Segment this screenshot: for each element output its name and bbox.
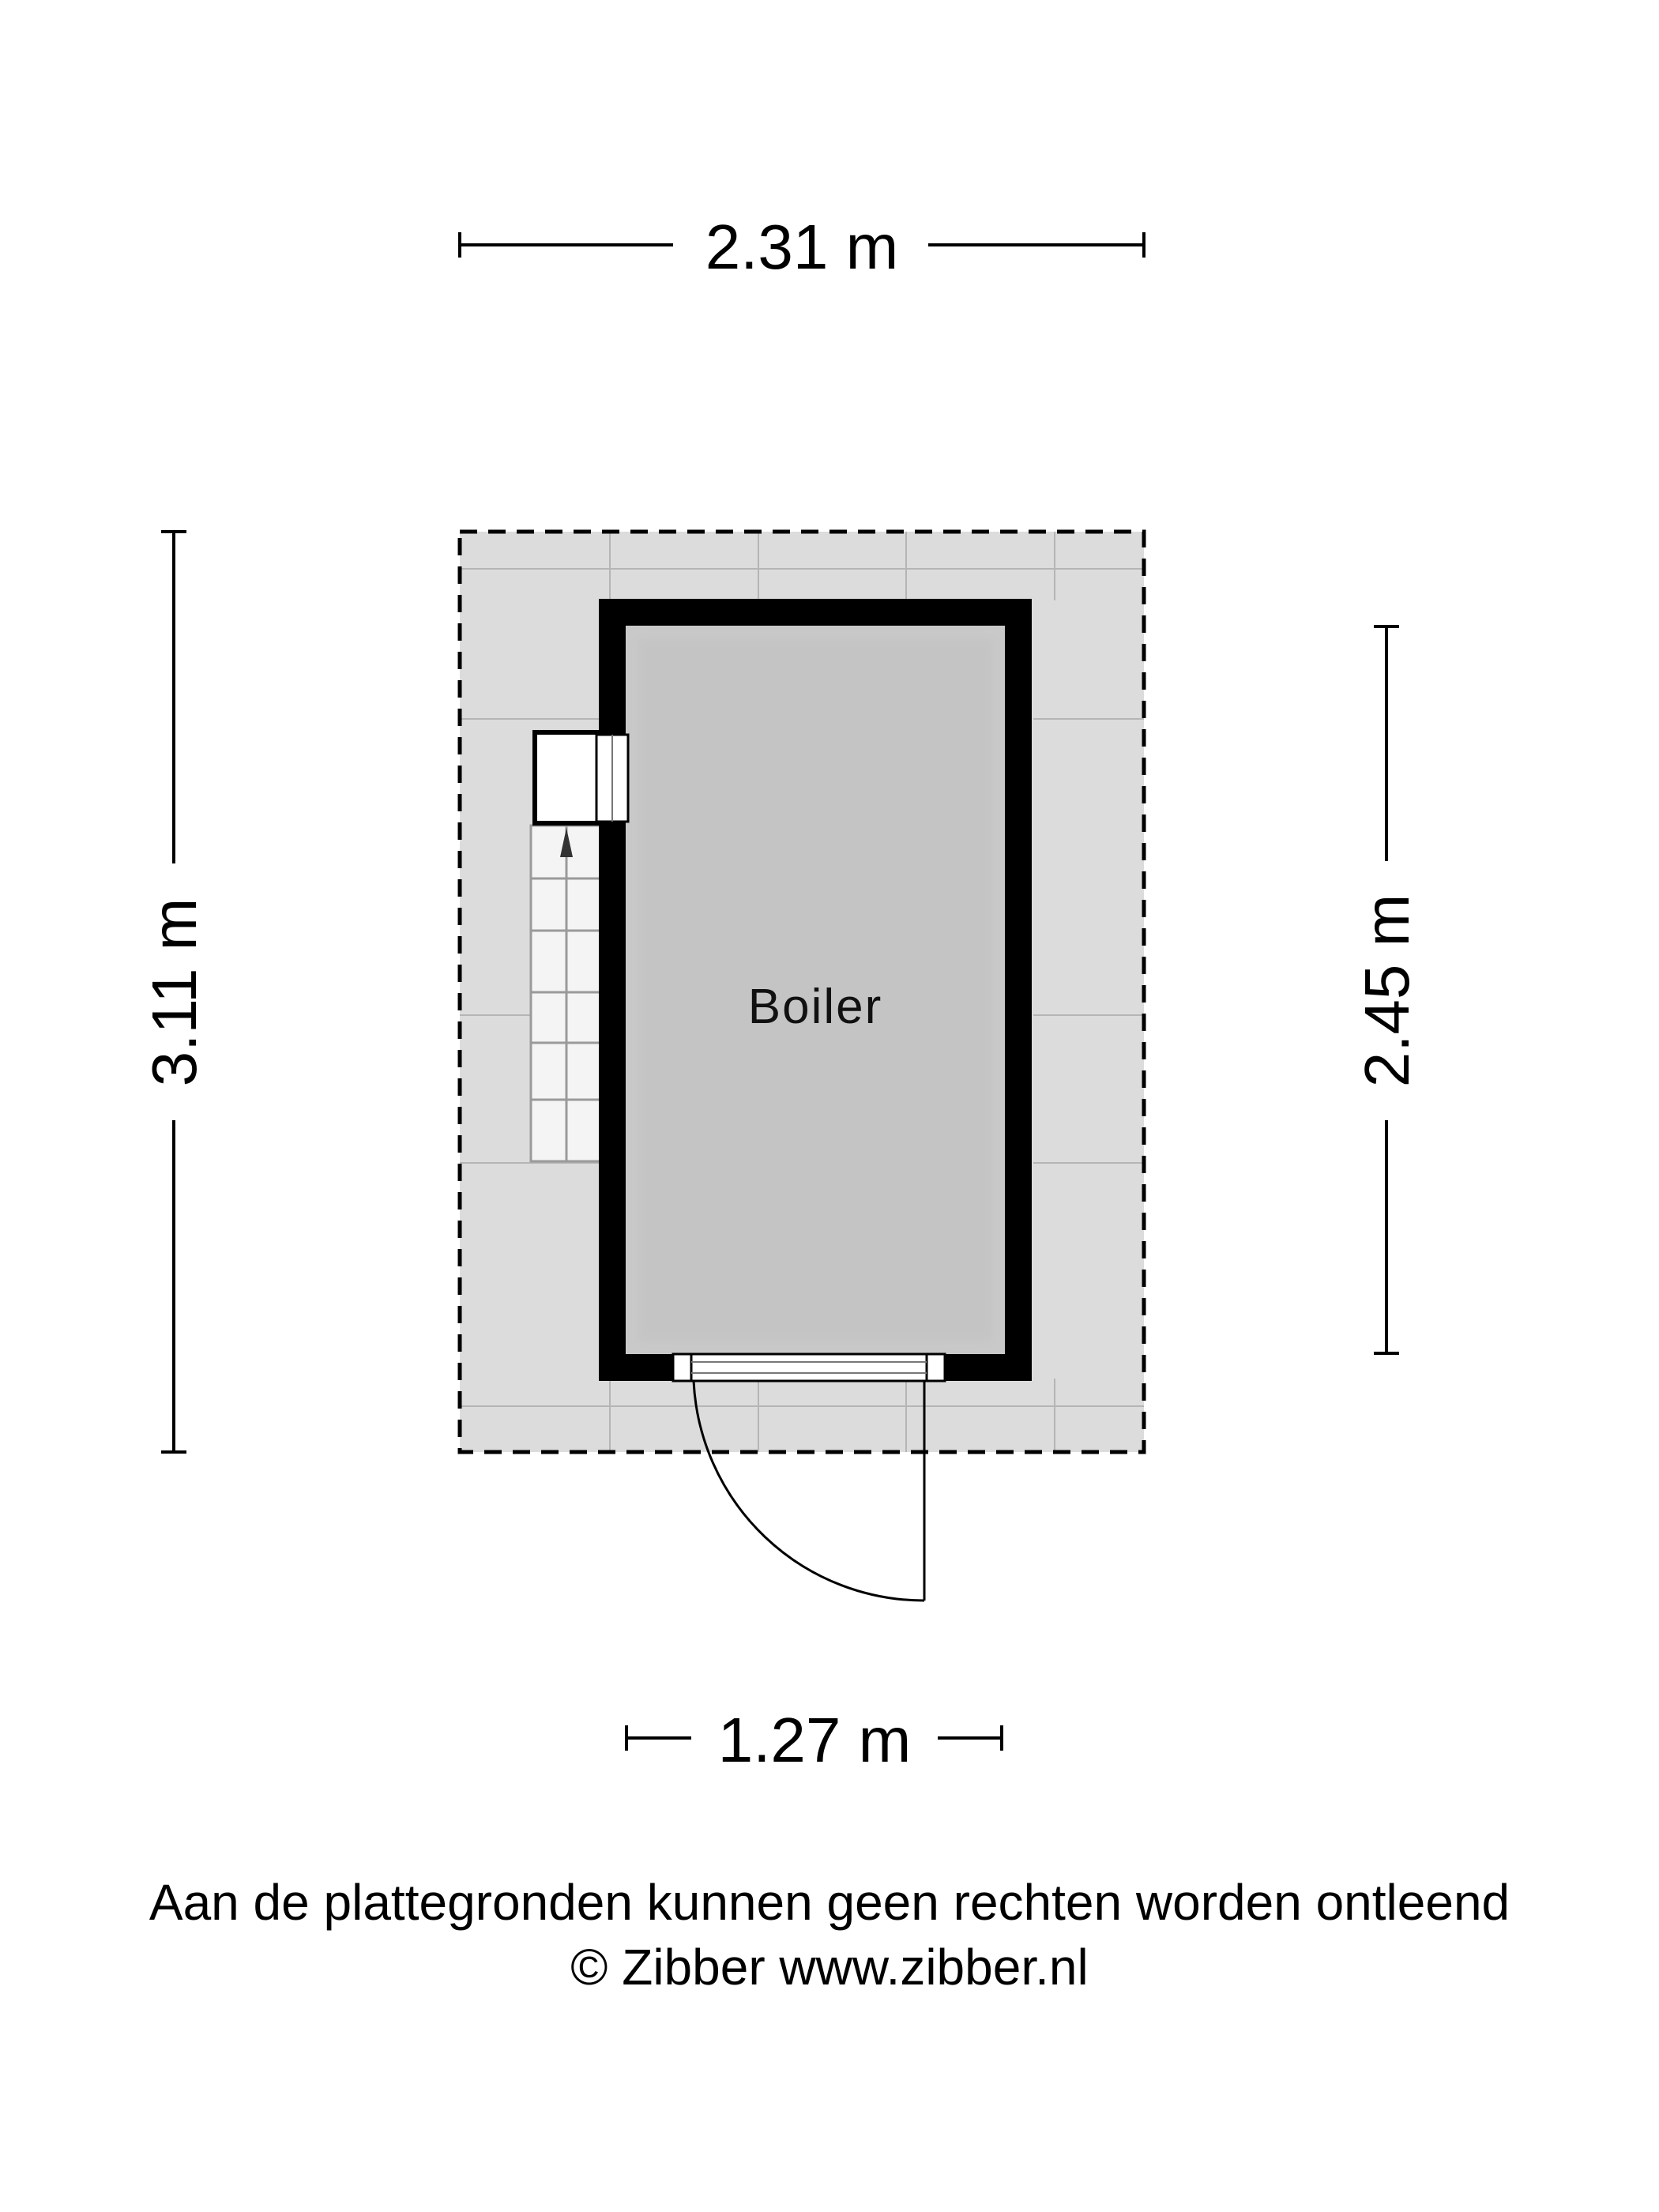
dimension-left-height: 3.11 m: [139, 530, 209, 1454]
copyright-text: © Zibber www.zibber.nl: [570, 1939, 1089, 1996]
room-walls: [599, 599, 1032, 1381]
dimension-right-height: 2.45 m: [1352, 625, 1422, 1355]
door-swing: [692, 1380, 926, 1602]
room-label: Boiler: [748, 980, 883, 1034]
left-wall-opening: [595, 733, 630, 823]
front-door-opening: [672, 1352, 946, 1382]
stairs: [529, 824, 604, 1163]
terrace-outline: [457, 529, 1146, 1454]
dimension-bottom-width: 1.27 m: [625, 1705, 1003, 1775]
dimension-left-height-label: 3.11 m: [139, 898, 209, 1087]
dimension-top-width: 2.31 m: [458, 212, 1146, 282]
dimension-right-height-label: 2.45 m: [1352, 894, 1422, 1088]
landing-box: [532, 730, 600, 826]
dimension-bottom-width-label: 1.27 m: [718, 1705, 912, 1775]
dimension-top-width-label: 2.31 m: [705, 212, 899, 282]
disclaimer-text: Aan de plattegronden kunnen geen rechten…: [149, 1874, 1510, 1931]
